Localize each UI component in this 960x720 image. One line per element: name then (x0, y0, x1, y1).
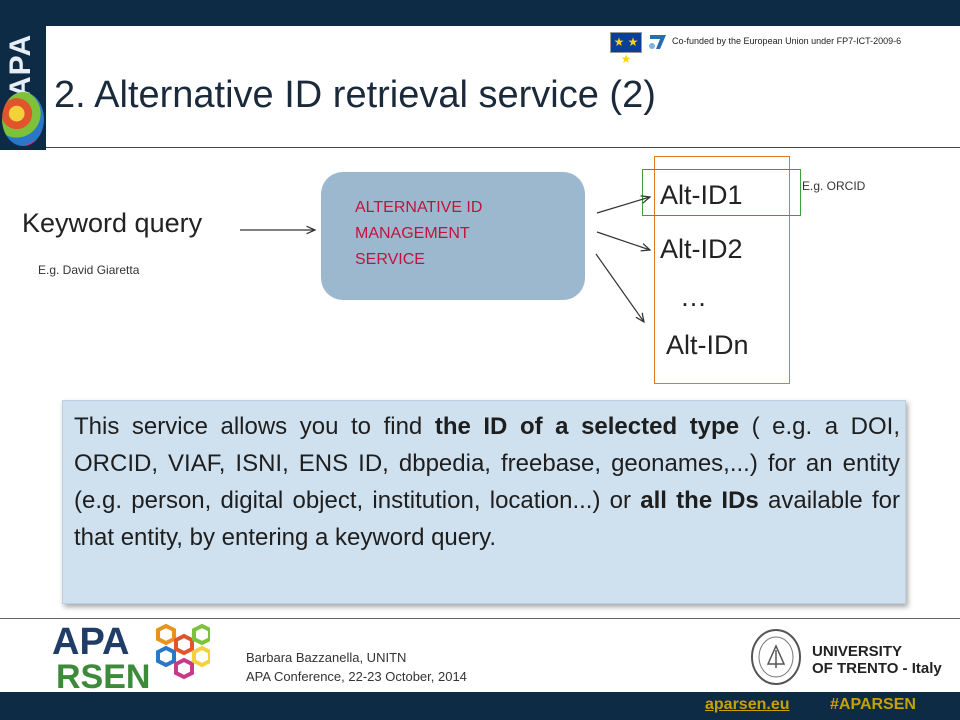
service-line: MANAGEMENT (355, 225, 470, 242)
alt-id-highlight (642, 169, 801, 216)
service-line: ALTERNATIVE ID (355, 199, 483, 216)
service-box (321, 172, 585, 300)
description-emphasis: the ID of a selected type (434, 413, 740, 440)
apa-mosaic-icon (2, 92, 44, 146)
logo-line1: APA (52, 621, 129, 663)
orcid-example: E.g. ORCID (802, 179, 866, 193)
alt-id-item: Alt-ID1 (660, 180, 743, 210)
university-line: OF TRENTO - Italy (812, 660, 942, 677)
arrow-to-idn (595, 253, 644, 322)
arrow-to-id2 (596, 231, 650, 250)
fp7-logo-icon (646, 32, 670, 52)
description-box (62, 400, 906, 604)
keyword-query-label: Keyword query (22, 208, 203, 238)
eu-flag-icon: ★ ★ ★ (610, 32, 642, 66)
logo-line2: RSEN (56, 658, 150, 692)
footer-author: Barbara Bazzanella, UNITN (246, 650, 407, 665)
apa-vertical-logo: APA (0, 0, 46, 150)
alt-id-item: Alt-ID2 (660, 234, 743, 264)
footer-hashtag: #APARSEN (830, 696, 916, 713)
university-seal-icon (751, 629, 801, 685)
keyword-example: E.g. David Giaretta (38, 263, 140, 277)
alt-id-column (654, 156, 790, 384)
description-text: This service allows you to find the ID o… (74, 408, 900, 556)
alt-id-item: Alt-IDn (666, 330, 749, 360)
aparsen-link[interactable]: aparsen.eu (705, 696, 790, 713)
alt-id-ellipsis: … (680, 282, 707, 312)
service-line: SERVICE (355, 251, 425, 268)
aparsen-logo: APA RSEN (52, 621, 210, 692)
description-part: This service allows you to find (74, 413, 435, 440)
top-band (0, 0, 960, 26)
university-line: UNIVERSITY (812, 643, 903, 660)
bottom-band (0, 692, 960, 720)
title-divider (46, 147, 960, 148)
page-title: 2. Alternative ID retrieval service (2) (54, 74, 656, 116)
footer-conference: APA Conference, 22-23 October, 2014 (246, 669, 467, 684)
description-emphasis: all the IDs (640, 487, 759, 514)
service-label: ALTERNATIVE ID MANAGEMENT SERVICE (355, 195, 555, 273)
description-part: ( e.g. a DOI, ORCID, VIAF, ISNI, ENS ID,… (74, 413, 900, 514)
cofund-text: Co-funded by the European Union under FP… (672, 36, 902, 46)
university-name: UNIVERSITY OF TRENTO - Italy (812, 643, 942, 677)
apa-logo-text: APA (4, 33, 37, 98)
description-part: available for that entity, by entering a… (74, 487, 900, 551)
footer-divider (0, 618, 960, 619)
